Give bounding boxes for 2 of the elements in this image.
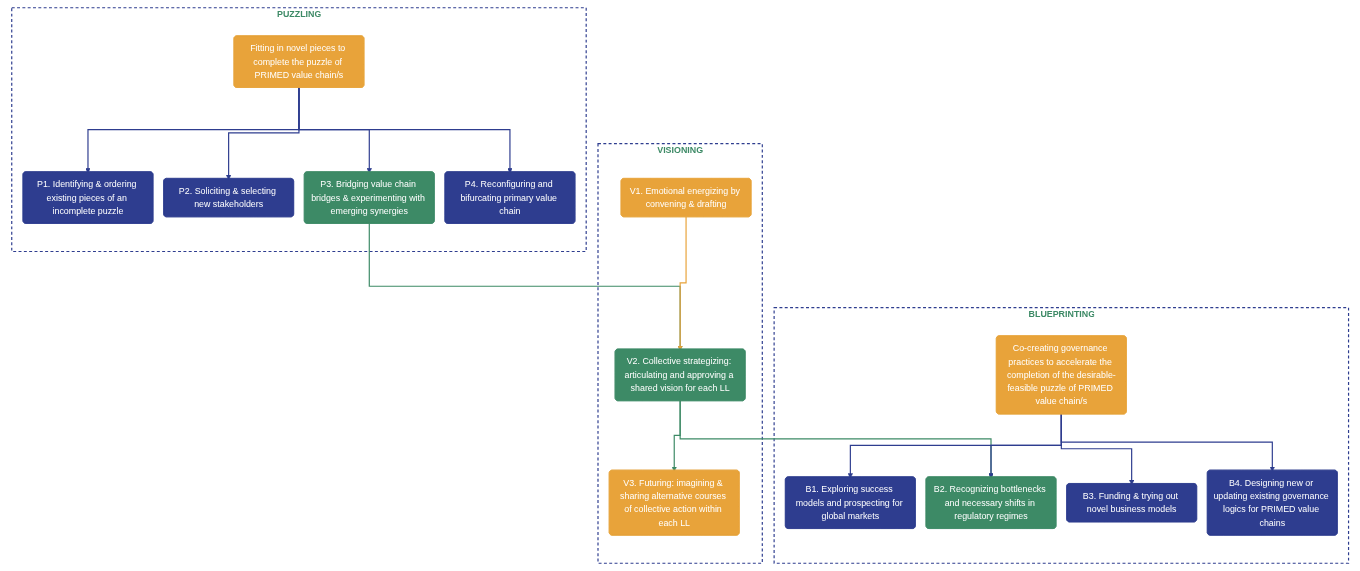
arrow bbox=[677, 216, 687, 351]
arrow bbox=[1060, 413, 1275, 472]
